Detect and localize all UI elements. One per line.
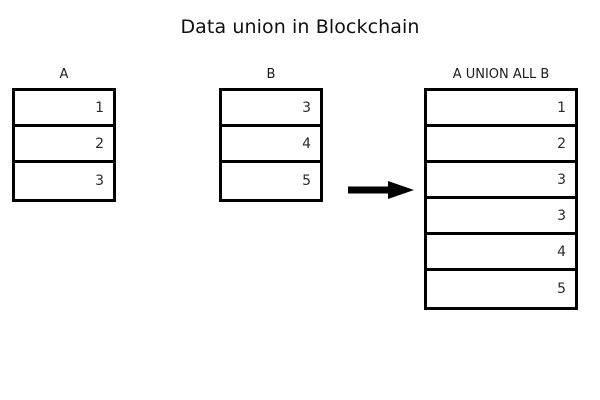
table-result: 1 2 3 3 4 5 [424, 88, 578, 310]
table-row: 1 [15, 91, 113, 127]
table-row: 3 [222, 91, 320, 127]
table-a-label: A [59, 67, 69, 82]
cell-value: 3 [557, 207, 566, 224]
table-row: 1 [427, 91, 575, 127]
cell-value: 1 [557, 99, 566, 116]
cell-value: 3 [95, 173, 104, 189]
table-group-b: B 3 4 5 [219, 62, 323, 202]
table-result-label: A UNION ALL B [452, 67, 550, 82]
cell-value: 1 [95, 99, 104, 116]
table-group-a: A 1 2 3 [12, 62, 116, 202]
table-b: 3 4 5 [219, 88, 323, 202]
table-row: 5 [427, 271, 575, 307]
table-row: 2 [15, 127, 113, 163]
cell-value: 2 [95, 135, 104, 152]
cell-value: 4 [302, 135, 311, 152]
right-arrow-icon [348, 181, 414, 199]
table-row: 3 [15, 163, 113, 199]
cell-value: 5 [302, 173, 311, 189]
table-row: 4 [222, 127, 320, 163]
table-b-label: B [266, 67, 276, 82]
table-row: 3 [427, 163, 575, 199]
table-row: 4 [427, 235, 575, 271]
table-a: 1 2 3 [12, 88, 116, 202]
cell-value: 5 [557, 281, 566, 297]
cell-value: 4 [557, 243, 566, 260]
cell-value: 3 [557, 171, 566, 188]
table-row: 3 [427, 199, 575, 235]
table-row: 5 [222, 163, 320, 199]
page-title: Data union in Blockchain [180, 16, 420, 38]
cell-value: 3 [302, 99, 311, 116]
table-group-result: A UNION ALL B 1 2 3 3 4 5 [424, 62, 578, 310]
table-row: 2 [427, 127, 575, 163]
cell-value: 2 [557, 135, 566, 152]
